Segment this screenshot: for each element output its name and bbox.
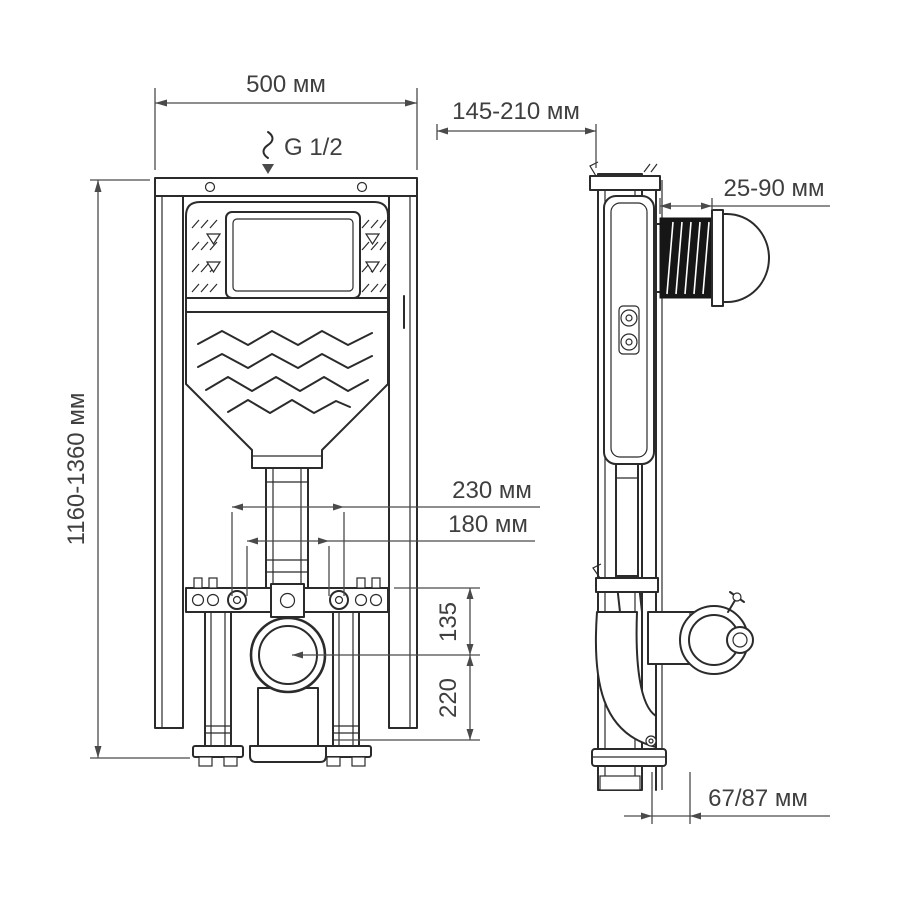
water-connection-label: G 1/2 xyxy=(284,134,343,161)
dim-spacing-narrow: 180 мм xyxy=(246,511,535,596)
dim-outlet-floor: 220 xyxy=(334,655,480,741)
water-supply-icon xyxy=(262,131,274,159)
outlet-flange xyxy=(647,591,754,675)
dim-depth-range: 145-210 мм xyxy=(436,98,597,168)
dim-height-range: 1160-1360 мм xyxy=(63,179,190,759)
dim-plate-depth: 25-90 мм xyxy=(659,175,830,214)
right-hatch-marks xyxy=(361,219,387,293)
outlet-offset-label: 67/87 мм xyxy=(708,785,808,812)
flush-pipe xyxy=(265,467,309,589)
flush-plate-spacer-block xyxy=(653,209,770,307)
fixing-rod-left xyxy=(227,590,247,610)
left-rail xyxy=(154,195,184,729)
flush-plate-window xyxy=(225,211,361,299)
left-hatch-marks xyxy=(191,219,222,293)
mounting-crossbar xyxy=(185,577,389,618)
frame-top-bar xyxy=(154,177,418,197)
outlet-pipe xyxy=(249,687,327,763)
outlet-floor-label: 220 xyxy=(435,678,462,718)
outlet-drop-label: 135 xyxy=(435,602,462,642)
dim-outlet-drop: 135 xyxy=(292,587,480,659)
outlet-elbow xyxy=(591,611,667,767)
water-connection-callout: G 1/2 xyxy=(262,131,343,174)
left-leg xyxy=(192,611,244,767)
spacing-wide-label: 230 мм xyxy=(452,477,532,504)
dimension-annotations: 500 мм G 1/2 1160-1360 мм xyxy=(63,71,830,824)
front-view xyxy=(154,177,418,767)
plate-depth-label: 25-90 мм xyxy=(723,175,824,202)
height-range-label: 1160-1360 мм xyxy=(63,393,90,546)
dim-spacing-wide: 230 мм xyxy=(231,477,540,596)
depth-range-label: 145-210 мм xyxy=(452,98,580,125)
fixing-rod-right xyxy=(329,590,349,610)
mid-wall-bracket xyxy=(592,563,659,593)
right-rail xyxy=(388,195,418,729)
side-cistern xyxy=(603,195,655,465)
top-width-label: 500 мм xyxy=(246,71,326,98)
central-connector xyxy=(270,583,305,618)
spacing-narrow-label: 180 мм xyxy=(448,511,528,538)
dim-top-width: 500 мм xyxy=(154,71,418,170)
right-leg xyxy=(320,611,372,767)
water-waves xyxy=(197,330,373,457)
down-arrow-icon xyxy=(262,164,274,174)
side-view xyxy=(589,161,770,791)
dim-outlet-offset: 67/87 мм xyxy=(624,772,830,824)
top-wall-bracket xyxy=(589,161,661,191)
